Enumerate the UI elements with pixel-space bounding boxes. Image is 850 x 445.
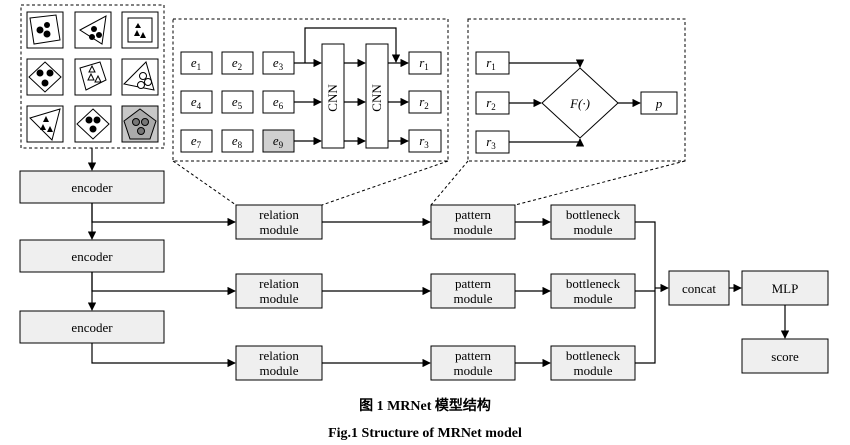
e-embedding-label: e1 [191,55,201,72]
e-embedding-box [221,90,254,114]
bottleneck-label-2: module [574,363,613,378]
bottleneck-label-2: module [574,291,613,306]
cnn-block [365,43,389,149]
e-embedding-label: e5 [232,94,243,111]
mlp-label: MLP [772,281,799,296]
puzzle-cell [26,105,64,143]
score-block: score [741,338,829,374]
puzzle-panel [20,4,165,149]
cnn-label: CNN [325,84,340,112]
puzzle-cell [74,11,112,49]
score-label: score [771,349,799,364]
puzzle-cell [26,11,64,49]
bottleneck-module: bottleneck module [550,204,636,240]
bottleneck-module: bottleneck module [550,273,636,309]
r-input-label: r2 [486,95,496,112]
pattern-detail-panel: r1 r2 r3 F(·) p [430,18,686,206]
puzzle-cell [121,58,159,96]
pattern-label-2: module [454,363,493,378]
relation-label-2: module [260,363,299,378]
relation-label-2: module [260,222,299,237]
r-relation-label: r2 [419,94,429,111]
r-relation-label: r3 [419,133,429,150]
f-function-diamond [541,67,619,139]
relation-detail-panel: e1 e2 e3 e4 e5 e6 e7 e8 e9 r1 r2 r3 CNN CNN [172,18,449,206]
relation-module: relation module [235,273,323,309]
r-input-label: r3 [486,134,496,151]
caption-chinese: 图 1 MRNet 模型结构 [359,397,491,414]
pattern-label-1: pattern [455,276,492,291]
e-embedding-label: e7 [191,133,202,150]
cnn-label: CNN [369,84,384,112]
e-embedding-label: e8 [232,133,243,150]
mlp-block: MLP [741,270,829,306]
bottleneck-label-2: module [574,222,613,237]
puzzle-cell [121,11,159,49]
relation-module: relation module [235,345,323,381]
e-embedding-box [180,129,213,153]
f-function-label: F(·) [569,96,590,111]
r-relation-label: r1 [419,55,429,72]
arrow [91,203,236,227]
e-embedding-label: e2 [232,55,242,72]
encoder-label: encoder [71,249,113,264]
pattern-module: pattern module [430,273,516,309]
e-embedding-label: e3 [273,55,284,72]
e-embedding-box [221,129,254,153]
pattern-label-2: module [454,222,493,237]
caption-english: Fig.1 Structure of MRNet model [328,426,522,441]
p-output-box [640,91,678,115]
relation-label-1: relation [259,276,299,291]
concat-label: concat [682,281,716,296]
puzzle-cell-answer [121,105,159,143]
bottleneck-module: bottleneck module [550,345,636,381]
e-embedding-box [180,51,213,75]
bottleneck-label-1: bottleneck [566,348,621,363]
concat-block: concat [668,270,730,306]
pattern-module: pattern module [430,345,516,381]
encoder-label: encoder [71,180,113,195]
pattern-module: pattern module [430,204,516,240]
e-embedding-label: e4 [191,94,202,111]
encoder-label: encoder [71,320,113,335]
e-embedding-box [180,90,213,114]
e-embedding-box [221,51,254,75]
p-output-label: p [655,96,663,111]
encoder-block: encoder [19,310,165,344]
pattern-label-1: pattern [455,348,492,363]
cnn-block [321,43,345,149]
puzzle-cell [74,105,112,143]
r-relation-box [408,129,442,153]
merge-line [635,221,656,364]
pattern-label-2: module [454,291,493,306]
e-embedding-label: e9 [273,133,284,150]
bottleneck-label-1: bottleneck [566,276,621,291]
arrow [91,343,236,368]
relation-label-2: module [260,291,299,306]
r-input-label: r1 [486,55,496,72]
arrow [91,272,236,296]
encoder-block: encoder [19,239,165,273]
puzzle-cell [26,58,64,96]
r-relation-box [408,90,442,114]
relation-module: relation module [235,204,323,240]
pattern-label-1: pattern [455,207,492,222]
encoder-block: encoder [19,170,165,204]
bottleneck-label-1: bottleneck [566,207,621,222]
relation-label-1: relation [259,348,299,363]
r-relation-box [408,51,442,75]
relation-label-1: relation [259,207,299,222]
puzzle-cell [74,58,112,96]
e-embedding-label: e6 [273,94,284,111]
